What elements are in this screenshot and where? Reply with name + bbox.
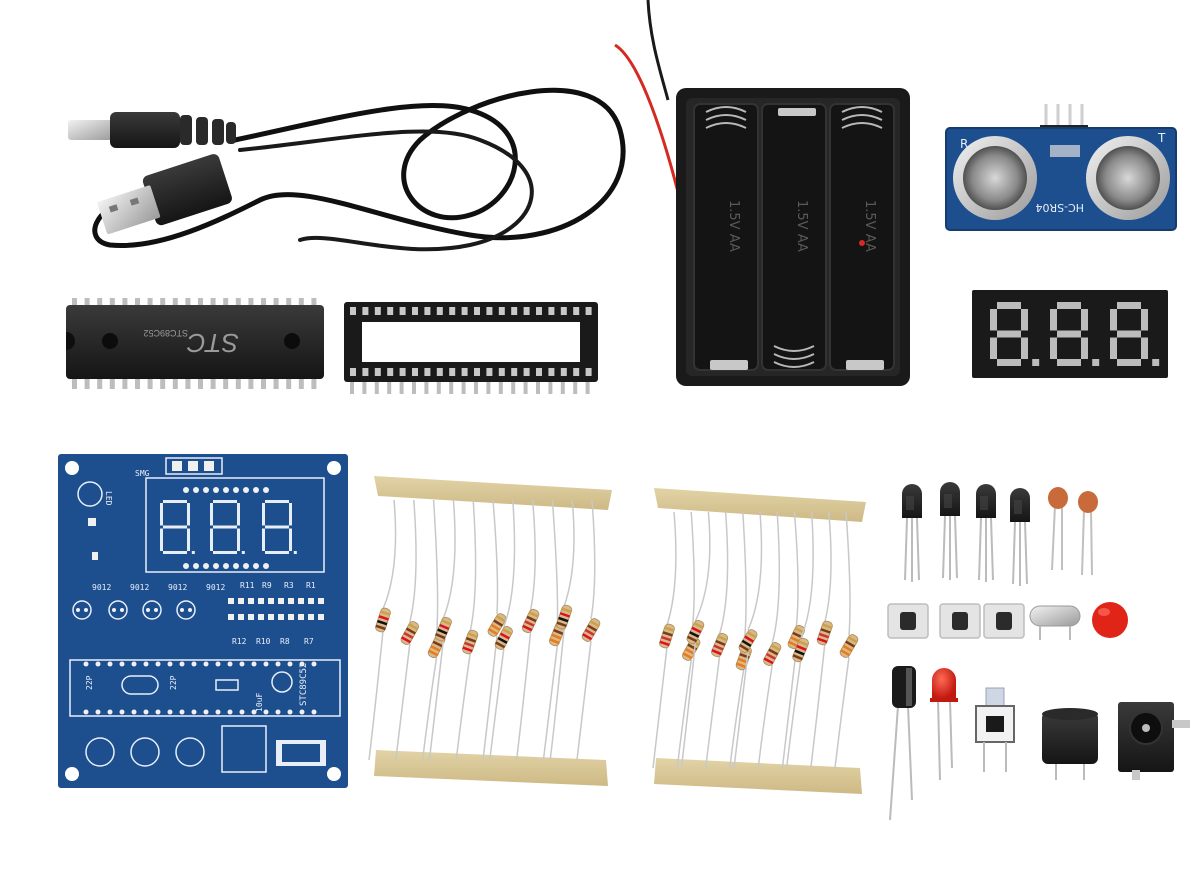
self-lock-switch-icon <box>975 687 1015 772</box>
dc-jack-icon <box>1118 702 1190 780</box>
mcu-model-print: STC89C52 <box>143 328 188 338</box>
led-icon <box>930 668 958 781</box>
pcb-label-q4: 9012 <box>206 583 225 592</box>
battery-mark-2: 1.5V AA <box>794 200 809 252</box>
pcb-label-r1: R11 <box>240 581 255 590</box>
pcb-label-r6: R10 <box>256 637 271 646</box>
pcb-label-q1: 9012 <box>92 583 111 592</box>
pcb-label-cap2: 22P <box>169 675 178 690</box>
mcu-brand: STC <box>187 328 239 358</box>
pcb-label-r2: R9 <box>262 581 272 590</box>
button-cap-icon <box>1092 602 1128 638</box>
ic-chip-icon: STC STC89C52 <box>66 298 324 389</box>
battery-mark-1: 1.5V AA <box>726 200 741 252</box>
electrolytic-capacitor-icon <box>889 666 916 821</box>
resistor-strip-icon <box>368 476 866 794</box>
seven-segment-display-icon <box>972 290 1168 378</box>
crystal-icon <box>1029 605 1081 640</box>
pcb-label-q3: 9012 <box>168 583 187 592</box>
sensor-label-r: R <box>960 137 968 151</box>
buzzer-icon <box>1042 708 1098 780</box>
push-button-icon <box>887 603 1025 639</box>
transistor-icon <box>902 482 1030 586</box>
pcb-label-r3: R3 <box>284 581 294 590</box>
pcb-label-smg: SMG <box>135 469 150 478</box>
pcb-mcu-label: STC89C52 <box>299 663 309 706</box>
pcb-label-r5: R12 <box>232 637 247 646</box>
pcb-label-r7: R8 <box>280 637 290 646</box>
sensor-model: HC-SR04 <box>1035 201 1084 214</box>
usb-cable-icon <box>68 87 626 252</box>
sensor-label-t: T <box>1157 131 1166 145</box>
pcb-label-led: LED <box>104 491 113 506</box>
pcb-label-r8: R7 <box>304 637 314 646</box>
ic-socket-icon <box>344 302 598 394</box>
ultrasonic-sensor-icon: R T HC-SR04 <box>945 104 1177 231</box>
pcb-label-cap1: 22P <box>85 675 94 690</box>
pcb-label-cap3: 10uF <box>255 693 264 712</box>
capacitor-icon <box>1048 487 1098 576</box>
pcb-label-r4: R1 <box>306 581 316 590</box>
battery-holder-icon: 1.5V AA 1.5V AA 1.5V AA <box>614 0 910 386</box>
pcb-label-q2: 9012 <box>130 583 149 592</box>
battery-mark-3: 1.5V AA <box>862 200 877 252</box>
